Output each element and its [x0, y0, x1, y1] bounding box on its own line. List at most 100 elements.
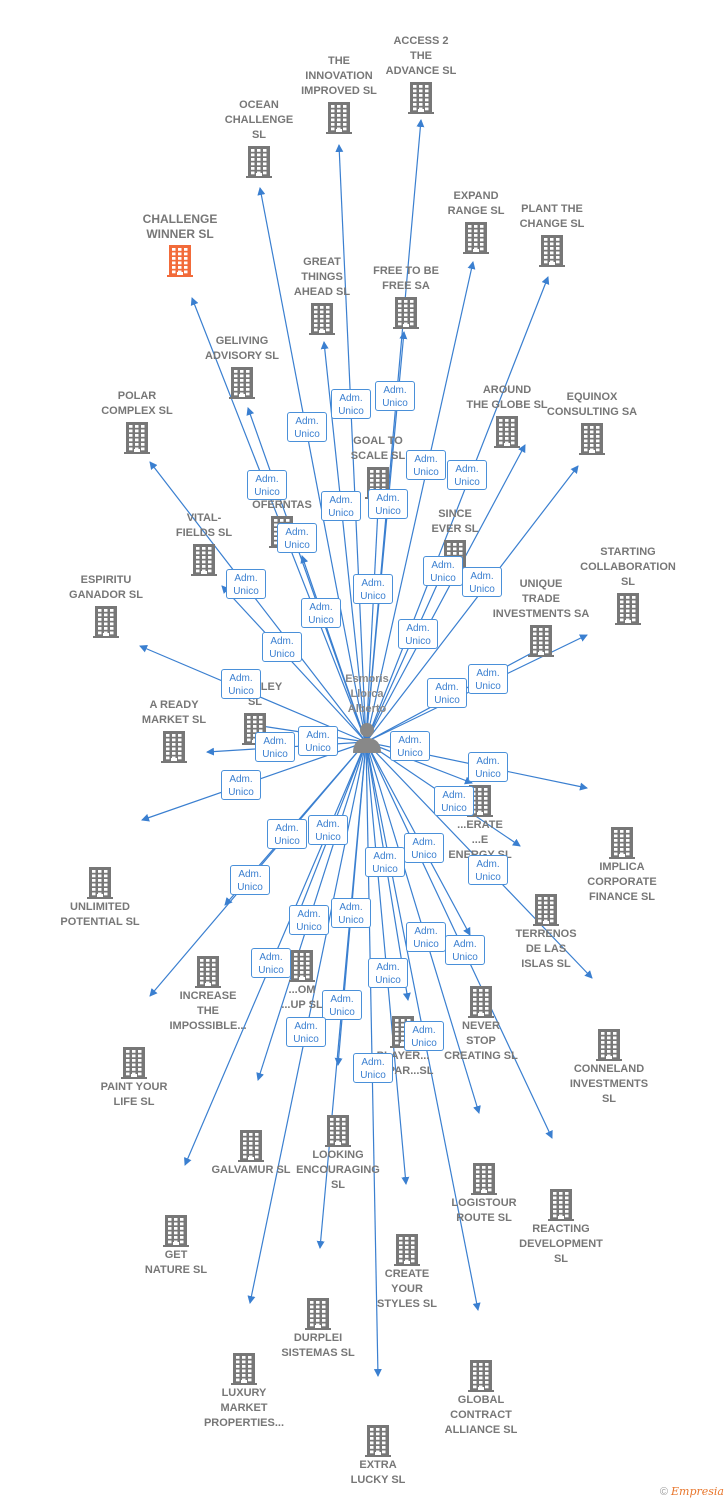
- company-node-looking-encouraging-sl[interactable]: LOOKING ENCOURAGING SL: [278, 1112, 398, 1193]
- company-node-ocean-challenge-sl[interactable]: OCEAN CHALLENGE SL: [199, 98, 319, 179]
- role-badge-the-innovation-improved-sl[interactable]: Adm.Unico: [331, 389, 371, 419]
- company-node-increase-the-impossible[interactable]: INCREASE THE IMPOSSIBLE...: [148, 953, 268, 1034]
- company-node-reacting-development-sl[interactable]: REACTING DEVELOPMENT SL: [501, 1186, 621, 1267]
- role-badge-create-your-styles-sl[interactable]: Adm.Unico: [368, 958, 408, 988]
- role-badge-conneland-investments-sl[interactable]: Adm.Unico: [468, 855, 508, 885]
- role-badge-durplei-sistemas-sl[interactable]: Adm.Unico: [322, 990, 362, 1020]
- role-badge-expand-range-sl[interactable]: Adm.Unico: [406, 450, 446, 480]
- company-node-paint-your-life-sl[interactable]: PAINT YOUR LIFE SL: [74, 1044, 194, 1110]
- footer-credit: © Empresia: [660, 1485, 724, 1498]
- company-node-global-contract-alliance-sl[interactable]: GLOBAL CONTRACT ALLIANCE SL: [421, 1357, 541, 1438]
- role-badge-great-things-ahead-sl[interactable]: Adm.Unico: [321, 491, 361, 521]
- role-badge-geliving-advisory-sl[interactable]: Adm.Unico: [277, 523, 317, 553]
- role-badge-c-arley-sl[interactable]: Adm.Unico: [255, 732, 295, 762]
- company-node-implica-corporate-finance-sl[interactable]: IMPLICA CORPORATE FINANCE SL: [562, 824, 682, 905]
- role-badge-oferntas[interactable]: Adm.Unico: [301, 598, 341, 628]
- role-badge-vital-fields-sl[interactable]: Adm.Unico: [262, 632, 302, 662]
- role-badge-global-contract-alliance-sl[interactable]: Adm.Unico: [404, 1021, 444, 1051]
- company-node-durplei-sistemas-sl[interactable]: DURPLEI SISTEMAS SL: [258, 1295, 378, 1361]
- company-node-around-the-globe-sl[interactable]: AROUND THE GLOBE SL: [447, 383, 567, 449]
- company-name: GET NATURE SL: [144, 1249, 208, 1276]
- role-badge-om-up-sl[interactable]: Adm.Unico: [308, 815, 348, 845]
- company-name: EXTRA LUCKY SL: [350, 1459, 406, 1486]
- role-badge-challenge-winner-sl[interactable]: Adm.Unico: [247, 470, 287, 500]
- company-node-espiritu-ganador-sl[interactable]: ESPIRITU GANADOR SL: [46, 573, 166, 639]
- building-icon: [121, 1047, 147, 1079]
- role-badge-line2: Unico: [329, 1007, 355, 1018]
- role-badge-polar-complex-sl[interactable]: Adm.Unico: [226, 569, 266, 599]
- role-badge-paint-your-life-sl[interactable]: Adm.Unico: [230, 865, 270, 895]
- role-badge-free-to-be-free-sa[interactable]: Adm.Unico: [368, 489, 408, 519]
- role-badge-unlimited-potential-sl[interactable]: Adm.Unico: [221, 770, 261, 800]
- role-badge-line2: Unico: [262, 749, 288, 760]
- role-badge-extra-lucky-sl[interactable]: Adm.Unico: [353, 1053, 393, 1083]
- company-node-luxury-market-properties[interactable]: LUXURY MARKET PROPERTIES...: [184, 1350, 304, 1431]
- company-name: IMPLICA CORPORATE FINANCE SL: [587, 861, 657, 903]
- company-node-geliving-advisory-sl[interactable]: GELIVING ADVISORY SL: [182, 334, 302, 400]
- company-node-free-to-be-free-sa[interactable]: FREE TO BE FREE SA: [346, 264, 466, 330]
- building-icon: [124, 422, 150, 454]
- company-node-never-stop-creating-sl[interactable]: NEVER STOP CREATING SL: [421, 983, 541, 1064]
- role-badge-line1: Adm.: [295, 416, 319, 427]
- role-badge-erate-e-energy-sl[interactable]: Adm.Unico: [390, 731, 430, 761]
- role-badge-line1: Adm.: [431, 560, 455, 571]
- role-badge-line2: Unico: [254, 487, 280, 498]
- role-badge-line1: Adm.: [270, 636, 294, 647]
- company-node-om-up-sl[interactable]: ...OM ...UP SL: [242, 947, 362, 1013]
- role-badge-unique-trade-investments-sa[interactable]: Adm.Unico: [427, 678, 467, 708]
- company-node-conneland-investments-sl[interactable]: CONNELAND INVESTMENTS SL: [549, 1026, 669, 1107]
- role-badge-implica-corporate-finance-sl[interactable]: Adm.Unico: [468, 752, 508, 782]
- company-node-create-your-styles-sl[interactable]: CREATE YOUR STYLES SL: [347, 1231, 467, 1312]
- role-badge-reacting-development-sl[interactable]: Adm.Unico: [445, 935, 485, 965]
- role-badge-espiritu-ganador-sl[interactable]: Adm.Unico: [221, 669, 261, 699]
- company-node-galvamur-sl[interactable]: GALVAMUR SL: [191, 1127, 311, 1178]
- role-badge-a-ready-market-sl[interactable]: Adm.Unico: [298, 726, 338, 756]
- company-node-challenge-winner-sl[interactable]: CHALLENGE WINNER SL: [120, 212, 240, 278]
- role-badge-starting-collaboration-sl[interactable]: Adm.Unico: [468, 664, 508, 694]
- role-badge-looking-encouraging-sl[interactable]: Adm.Unico: [331, 898, 371, 928]
- role-badge-increase-the-impossible[interactable]: Adm.Unico: [267, 819, 307, 849]
- role-badge-line1: Adm.: [376, 493, 400, 504]
- role-badge-goal-to-scale-sl[interactable]: Adm.Unico: [353, 574, 393, 604]
- role-badge-logistour-route-sl[interactable]: Adm.Unico: [406, 922, 446, 952]
- role-badge-luxury-market-properties[interactable]: Adm.Unico: [286, 1017, 326, 1047]
- company-node-unique-trade-investments-sa[interactable]: UNIQUE TRADE INVESTMENTS SA: [481, 577, 601, 658]
- company-node-access-2-the-advance-sl[interactable]: ACCESS 2 THE ADVANCE SL: [361, 34, 481, 115]
- role-badge-player-depar-sl[interactable]: Adm.Unico: [365, 847, 405, 877]
- company-node-terrenos-de-las-islas-sl[interactable]: TERRENOS DE LAS ISLAS SL: [486, 891, 606, 972]
- company-node-polar-complex-sl[interactable]: POLAR COMPLEX SL: [77, 389, 197, 455]
- role-badge-galvamur-sl[interactable]: Adm.Unico: [289, 905, 329, 935]
- company-node-great-things-ahead-sl[interactable]: GREAT THINGS AHEAD SL: [262, 255, 382, 336]
- company-name: A READY MARKET SL: [141, 699, 207, 726]
- role-badge-line1: Adm.: [406, 623, 430, 634]
- company-node-extra-lucky-sl[interactable]: EXTRA LUCKY SL: [318, 1422, 438, 1488]
- role-badge-line1: Adm.: [297, 909, 321, 920]
- role-badge-terrenos-de-las-islas-sl[interactable]: Adm.Unico: [434, 786, 474, 816]
- role-badge-line1: Adm.: [275, 823, 299, 834]
- company-name: GLOBAL CONTRACT ALLIANCE SL: [444, 1394, 518, 1436]
- role-badge-never-stop-creating-sl[interactable]: Adm.Unico: [404, 833, 444, 863]
- role-badge-around-the-globe-sl[interactable]: Adm.Unico: [423, 556, 463, 586]
- role-badge-since-ever-sl[interactable]: Adm.Unico: [398, 619, 438, 649]
- company-node-vital-fields-sl[interactable]: VITAL- FIELDS SL: [144, 511, 264, 577]
- company-node-expand-range-sl[interactable]: EXPAND RANGE SL: [416, 189, 536, 255]
- company-node-the-innovation-improved-sl[interactable]: THE INNOVATION IMPROVED SL: [279, 54, 399, 135]
- role-badge-plant-the-change-sl[interactable]: Adm.Unico: [447, 460, 487, 490]
- company-node-equinox-consulting-sa[interactable]: EQUINOX CONSULTING SA: [532, 390, 652, 456]
- company-node-get-nature-sl[interactable]: GET NATURE SL: [116, 1212, 236, 1278]
- brand-logo[interactable]: Empresia: [671, 1485, 724, 1498]
- person-node-center[interactable]: Esmoris Llorca Alberto: [322, 672, 412, 753]
- role-badge-access-2-the-advance-sl[interactable]: Adm.Unico: [375, 381, 415, 411]
- role-badge-line1: Adm.: [229, 774, 253, 785]
- company-node-unlimited-potential-sl[interactable]: UNLIMITED POTENTIAL SL: [40, 864, 160, 930]
- role-badge-equinox-consulting-sa[interactable]: Adm.Unico: [462, 567, 502, 597]
- company-name: EQUINOX CONSULTING SA: [546, 391, 638, 418]
- role-badge-ocean-challenge-sl[interactable]: Adm.Unico: [287, 412, 327, 442]
- company-node-logistour-route-sl[interactable]: LOGISTOUR ROUTE SL: [424, 1160, 544, 1226]
- company-node-plant-the-change-sl[interactable]: PLANT THE CHANGE SL: [492, 202, 612, 268]
- building-icon: [326, 102, 352, 134]
- role-badge-get-nature-sl[interactable]: Adm.Unico: [251, 948, 291, 978]
- company-node-a-ready-market-sl[interactable]: A READY MARKET SL: [114, 698, 234, 764]
- company-node-starting-collaboration-sl[interactable]: STARTING COLLABORATION SL: [568, 545, 688, 626]
